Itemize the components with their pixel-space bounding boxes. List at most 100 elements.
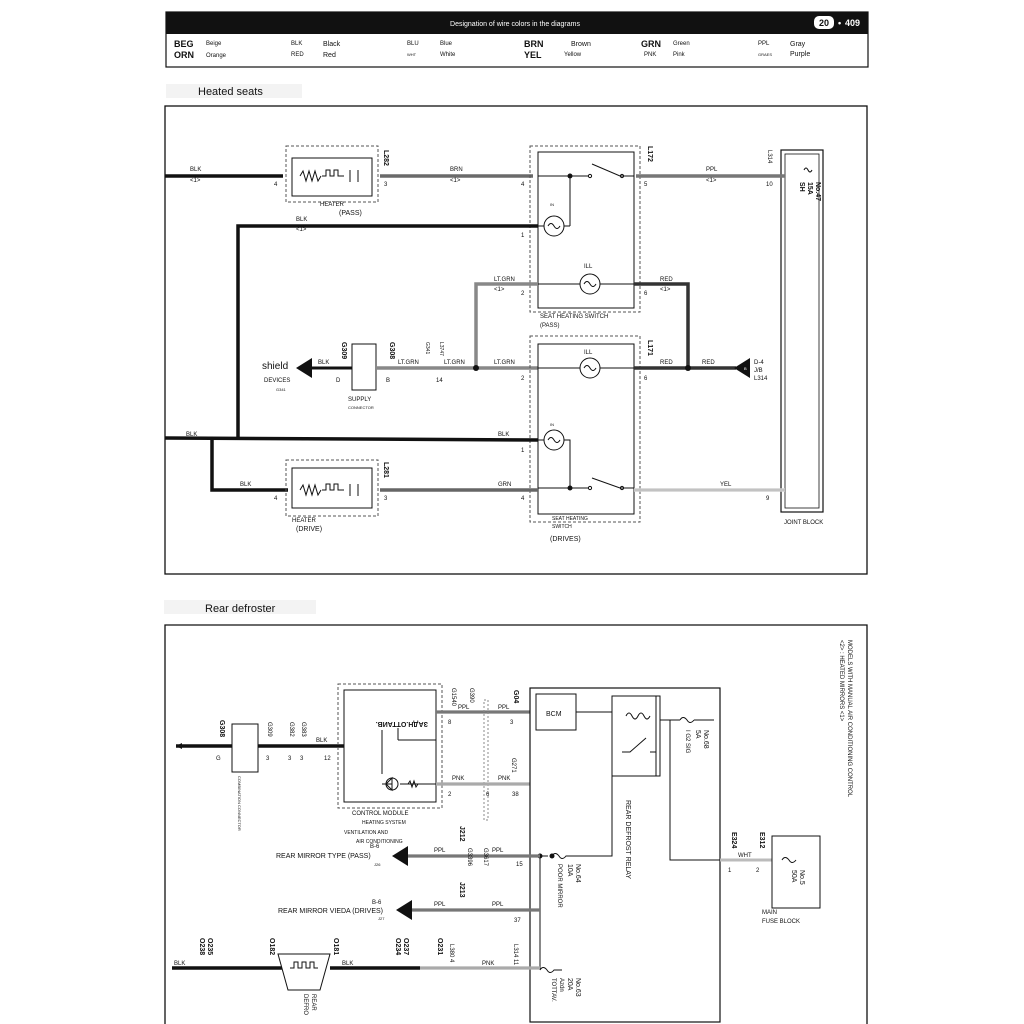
ref-g1540: G1540 xyxy=(450,688,456,707)
legend-name-pink: Pink xyxy=(673,52,686,58)
switch-drive-label1: SEAT HEATING xyxy=(552,516,588,522)
switch-pass-ill-label: ILL xyxy=(584,264,593,270)
relay-contact-icon xyxy=(622,737,656,753)
fuse5-icon xyxy=(781,857,797,863)
legend-name-black: Black xyxy=(323,41,341,48)
wire-label-one-5: <1> xyxy=(494,287,505,293)
ground-sub: DEVICES xyxy=(264,378,290,384)
supply-label1: SUPPLY xyxy=(348,397,371,403)
legend-name-orange: Orange xyxy=(206,53,227,59)
pin-1-switch-pass: 1 xyxy=(521,233,525,239)
legend-code-graes: GRAES xyxy=(758,52,772,57)
fuse68-icon xyxy=(679,717,695,723)
switch-drive-ind-label: IN xyxy=(550,422,554,427)
pin-37: 37 xyxy=(514,918,521,924)
page-badge: 20 xyxy=(819,18,829,28)
legend-code-brn: BRN xyxy=(524,39,544,49)
ref-g3617: G3617 xyxy=(482,848,488,867)
control-module-label: CONTROL MODULE xyxy=(352,811,408,817)
bcm-label: BCM xyxy=(546,711,562,718)
fuse63-icon xyxy=(539,967,562,973)
wire-red-upper xyxy=(634,282,690,368)
switch-drive-ref: L171 xyxy=(646,340,653,356)
fuse47-type: SH xyxy=(798,182,805,192)
ref-o181: O181 xyxy=(332,938,339,955)
wire-label-ppl-rd1: PPL xyxy=(458,705,470,711)
ref-g308-rd: G308 xyxy=(218,720,225,737)
relay-label: REAR DEFROST RELAY xyxy=(624,800,631,879)
led-indicator-icon xyxy=(385,776,393,792)
wire-label-ppl-rd6: PPL xyxy=(492,902,504,908)
fuse47-rating: 15A xyxy=(806,182,813,195)
legend-title: Designation of wire colors in the diagra… xyxy=(450,21,580,28)
mirror-drive-arrow-icon xyxy=(396,900,412,920)
jb-terminal-sub1: J/B xyxy=(754,368,763,374)
relay-coil-icon xyxy=(625,712,651,720)
wire-color-legend: Designation of wire colors in the diagra… xyxy=(165,11,869,68)
wire-label-blk-rd1: BLK xyxy=(316,738,327,744)
pin-3-heater-pass: 3 xyxy=(384,182,388,188)
wire-label-ltgrn-2: LT.GRN xyxy=(398,360,419,366)
ref-g341: G341 xyxy=(424,342,430,354)
joint-ref: L314 xyxy=(766,150,772,164)
combination-connector-box xyxy=(231,723,259,773)
defogger-grid-icon xyxy=(290,961,318,969)
fuse64-type: POOR MIRROR xyxy=(556,864,562,908)
supply-label2: CONNECTOR xyxy=(348,405,374,410)
pin-38: 38 xyxy=(512,792,519,798)
legend-code-ppl: PPL xyxy=(758,41,770,47)
jb-terminal-ref: D-4 xyxy=(754,360,764,366)
legend-code-beg: BEG xyxy=(174,39,194,49)
pin-8: 8 xyxy=(448,720,452,726)
switch-drive-label2: SWITCH xyxy=(552,524,572,530)
main-fuse-label1: MAIN xyxy=(762,910,777,916)
ref-e324: E324 xyxy=(730,832,737,848)
legend-name-gray: Gray xyxy=(790,41,806,48)
defogger-label2: DEFRO xyxy=(302,994,308,1015)
pin-4-switch-drive: 4 xyxy=(521,496,525,502)
switch-drive-sub: (DRIVES) xyxy=(550,536,581,543)
pin-2-wht: 2 xyxy=(756,868,760,874)
supply-pin-d: D xyxy=(336,378,341,384)
heater-pass-ref: L282 xyxy=(382,150,389,166)
legend-name-red: Red xyxy=(323,52,336,59)
heater-pass-element-icon xyxy=(299,169,359,183)
ref-l314: L314 11 xyxy=(512,944,518,966)
fuse47-icon xyxy=(803,167,813,173)
wire-label-one-6: <1> xyxy=(660,287,671,293)
switch-pass-ind-label: IN xyxy=(550,202,554,207)
pin-6-switch-pass: 6 xyxy=(644,291,648,297)
pin-12: 12 xyxy=(324,756,331,762)
rear-defroster-title: Rear defroster xyxy=(205,603,276,615)
heater-drive-label: HEATER xyxy=(292,518,317,524)
jb-terminal-arrow-icon xyxy=(734,358,750,378)
mirror-pass-ref: B-6 xyxy=(370,844,380,850)
heater-pass-label: HEATER xyxy=(320,202,345,208)
ref-o182: O182 xyxy=(268,938,275,955)
wire-label-one-4: <1> xyxy=(296,227,307,233)
mirror-drive-sub: J27 xyxy=(378,916,385,921)
heater-drive-ref: L281 xyxy=(382,462,389,478)
fuse5-name: No.5 xyxy=(798,870,805,885)
side-note-2: <2> : HEATED MIRRORS <1> xyxy=(838,640,844,722)
wire-label-red-1: RED xyxy=(660,277,673,283)
wire-label-wht: WHT xyxy=(738,853,752,859)
ground-label: shield xyxy=(262,361,288,372)
ref-e312: E312 xyxy=(758,832,765,848)
pin-15: 15 xyxy=(516,862,523,868)
joint-block xyxy=(780,149,824,513)
heater-pass-box xyxy=(285,145,379,203)
wire-label-blk-2: BLK xyxy=(296,217,307,223)
ref-o237: O237 xyxy=(402,938,409,955)
pin-5-switch-pass: 5 xyxy=(644,182,648,188)
pin-3-heater-drive: 3 xyxy=(384,496,388,502)
mirror-pass-label: REAR MIRROR TYPE (PASS) xyxy=(276,853,371,860)
control-module-vent2: AIR CONDITIONING xyxy=(356,839,403,845)
legend-code-red: RED xyxy=(291,52,304,58)
jb-terminal-pin: B xyxy=(744,366,747,371)
wire-label-red-3: RED xyxy=(702,360,715,366)
wire-label-blk-6: BLK xyxy=(240,482,251,488)
heated-seats-title: Heated seats xyxy=(198,86,263,98)
defogger-label1: REAR xyxy=(310,994,316,1011)
